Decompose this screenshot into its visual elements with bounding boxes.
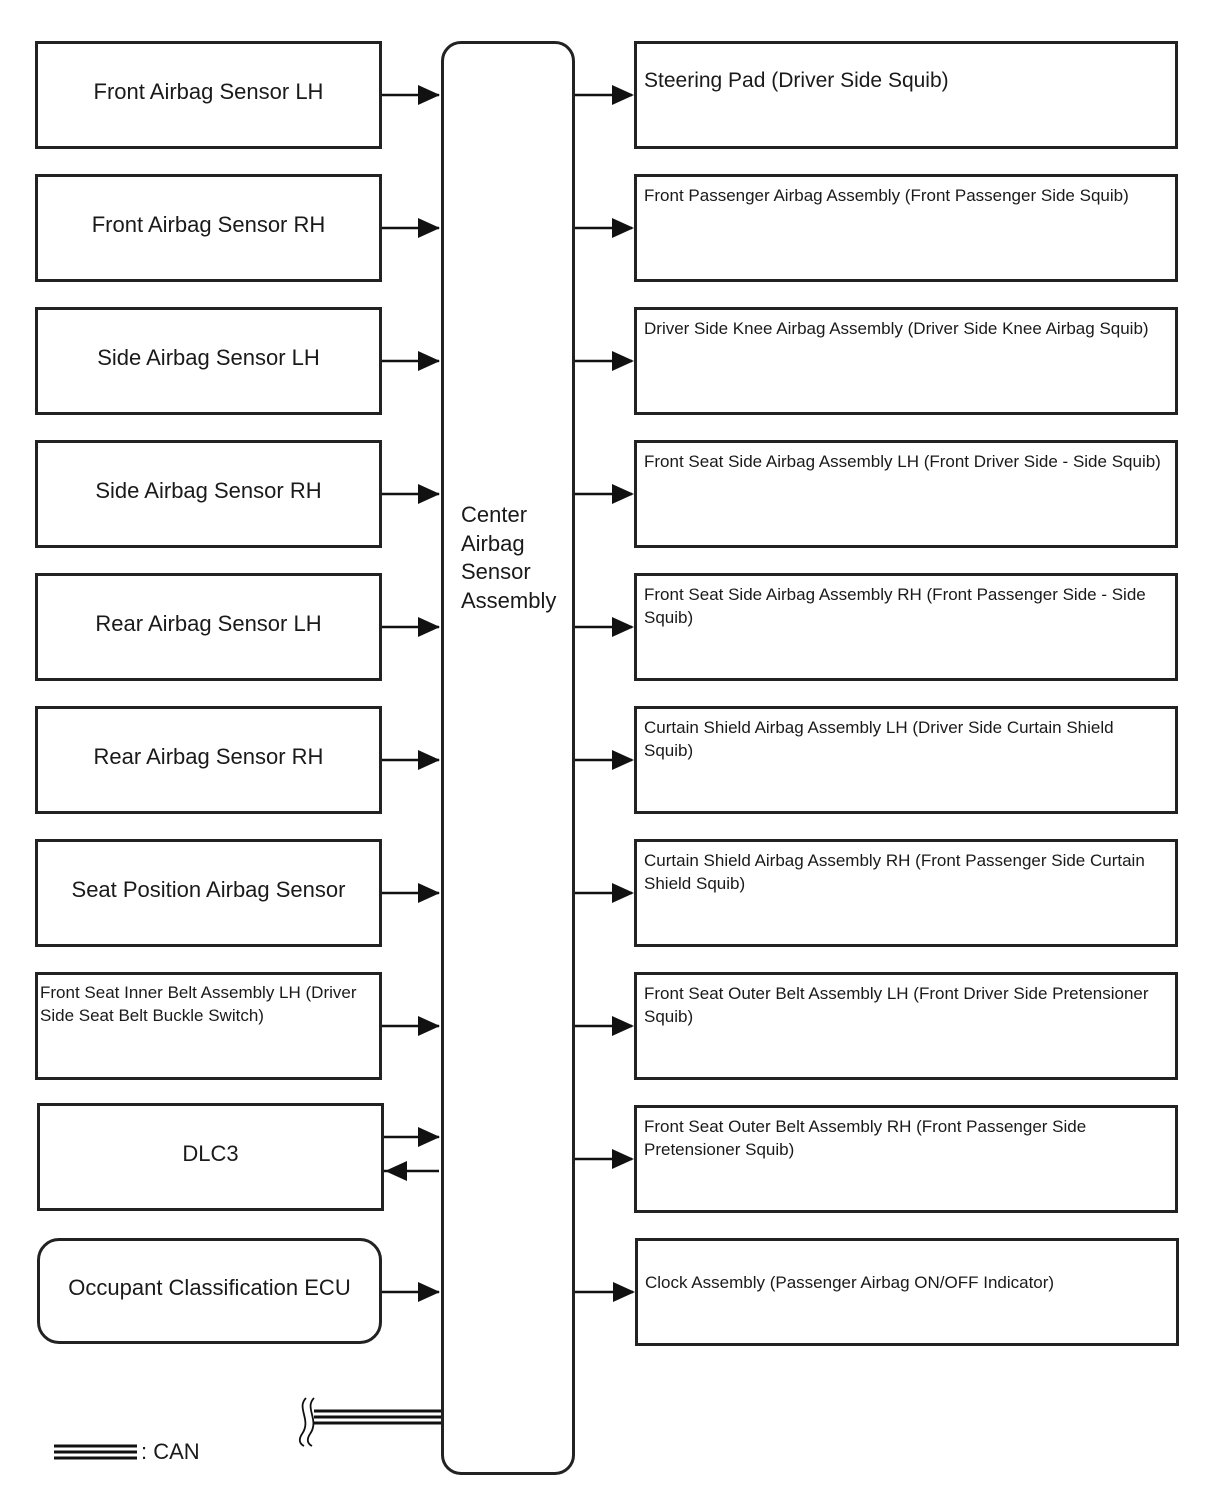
center-airbag-sensor-assembly-label: Center Airbag Sensor Assembly [461,501,571,615]
center-label-line-4: Assembly [461,587,557,613]
node-front-seat-side-airbag-rh: Front Seat Side Airbag Assembly RH (Fron… [634,573,1178,681]
node-driver-side-knee-airbag-assembly: Driver Side Knee Airbag Assembly (Driver… [634,307,1178,415]
node-curtain-shield-airbag-lh: Curtain Shield Airbag Assembly LH (Drive… [634,706,1178,814]
node-front-seat-outer-belt-lh: Front Seat Outer Belt Assembly LH (Front… [634,972,1178,1080]
can-break-marks [298,1397,315,1447]
node-rear-airbag-sensor-lh: Rear Airbag Sensor LH [35,573,382,681]
arrowheads [385,85,635,1302]
node-front-airbag-sensor-lh: Front Airbag Sensor LH [35,41,382,149]
node-seat-position-airbag-sensor: Seat Position Airbag Sensor [35,839,382,947]
center-label-line-1: Center [461,502,528,527]
node-steering-pad: Steering Pad (Driver Side Squib) [634,41,1178,149]
node-front-passenger-airbag-assembly: Front Passenger Airbag Assembly (Front P… [634,174,1178,282]
node-dlc3: DLC3 [37,1103,384,1211]
node-curtain-shield-airbag-rh: Curtain Shield Airbag Assembly RH (Front… [634,839,1178,947]
center-label-line-3: Sensor [461,559,531,584]
can-legend-symbol [54,1444,137,1460]
node-clock-assembly: Clock Assembly (Passenger Airbag ON/OFF … [635,1238,1179,1346]
node-front-seat-side-airbag-lh: Front Seat Side Airbag Assembly LH (Fron… [634,440,1178,548]
node-side-airbag-sensor-lh: Side Airbag Sensor LH [35,307,382,415]
center-label-line-2: Airbag [461,530,525,556]
node-front-seat-outer-belt-rh: Front Seat Outer Belt Assembly RH (Front… [634,1105,1178,1213]
node-side-airbag-sensor-rh: Side Airbag Sensor RH [35,440,382,548]
node-center-airbag-sensor-assembly [441,41,575,1475]
can-bus-line [314,1409,441,1425]
node-front-seat-inner-belt-lh: Front Seat Inner Belt Assembly LH (Drive… [35,972,382,1080]
node-rear-airbag-sensor-rh: Rear Airbag Sensor RH [35,706,382,814]
node-occupant-classification-ecu: Occupant Classification ECU [37,1238,382,1344]
can-legend-label: : CAN [141,1439,200,1464]
node-front-airbag-sensor-rh: Front Airbag Sensor RH [35,174,382,282]
